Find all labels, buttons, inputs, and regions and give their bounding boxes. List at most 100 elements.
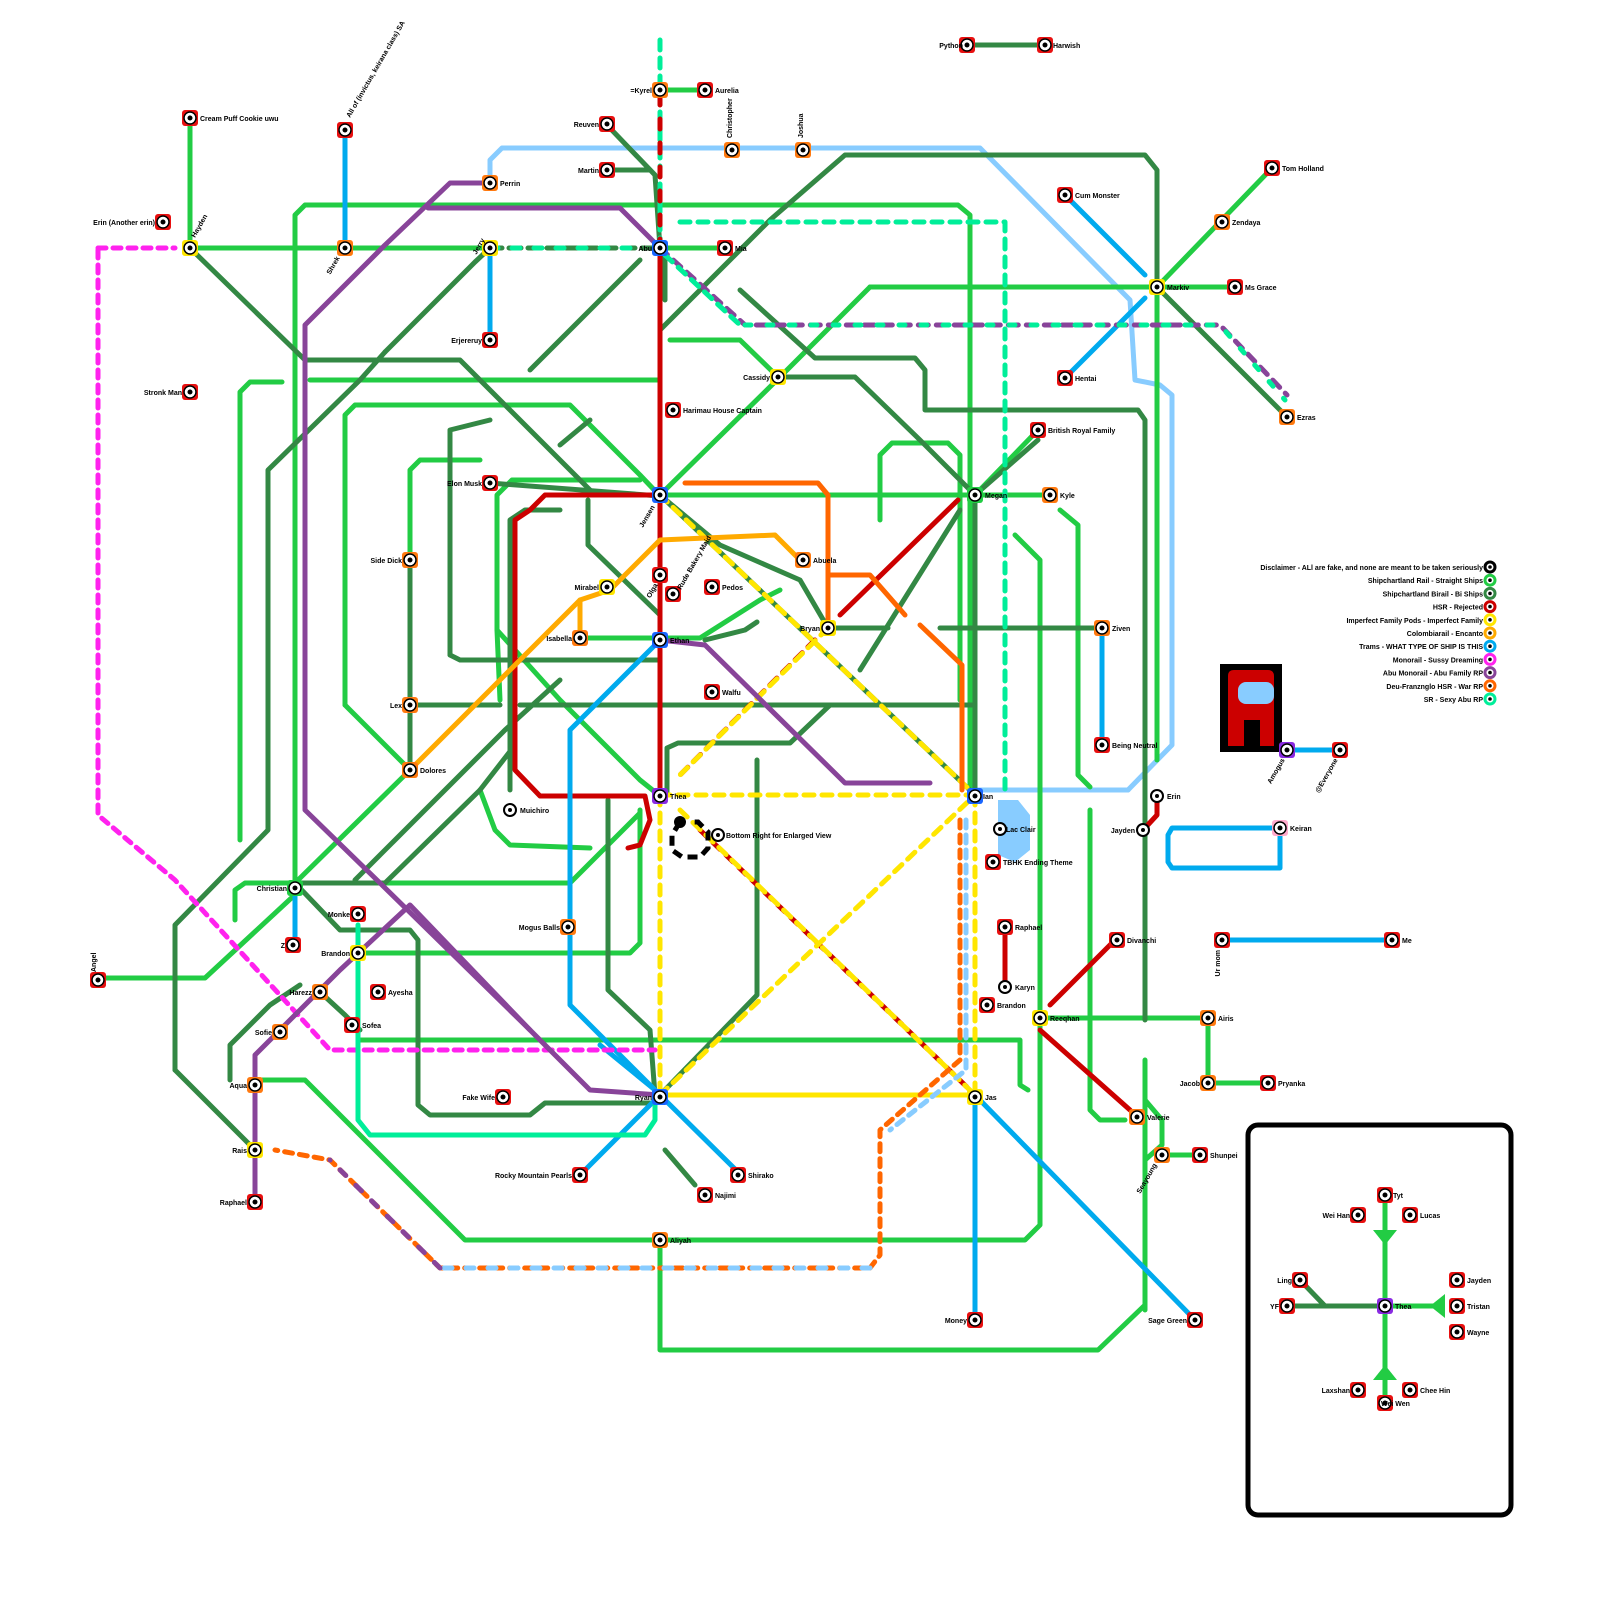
station-brandon[interactable] <box>979 997 995 1013</box>
station-brandon[interactable] <box>350 945 366 961</box>
station-ezras[interactable] <box>1279 409 1295 425</box>
station-amogus[interactable] <box>1279 742 1295 758</box>
station-harezz[interactable] <box>312 984 328 1000</box>
station-all-of-invictus-keirana-class-sa[interactable] <box>337 122 353 138</box>
station-chee-hin[interactable] <box>1402 1382 1418 1398</box>
station-lac-clair[interactable] <box>994 823 1006 835</box>
station-cream-puff-cookie-uwu[interactable] <box>182 110 198 126</box>
station-thea[interactable] <box>1377 1298 1393 1314</box>
station-reeqhan[interactable] <box>1032 1010 1048 1026</box>
station-lucas[interactable] <box>1402 1207 1418 1223</box>
station-walfu[interactable] <box>704 684 720 700</box>
station-monke[interactable] <box>350 906 366 922</box>
station-lex[interactable] <box>402 697 418 713</box>
station-ryan[interactable] <box>652 1089 668 1105</box>
station-abu[interactable] <box>652 240 668 256</box>
station-christopher[interactable] <box>724 142 740 158</box>
station-raphael[interactable] <box>997 919 1013 935</box>
station-isabella[interactable] <box>572 630 588 646</box>
station-z[interactable] <box>285 937 301 953</box>
station-british-royal-family[interactable] <box>1030 422 1046 438</box>
station-jensen[interactable] <box>652 487 668 503</box>
station-rais[interactable] <box>247 1142 263 1158</box>
station-fake-wife[interactable] <box>495 1089 511 1105</box>
station-jacob[interactable] <box>1200 1075 1216 1091</box>
station-jas[interactable] <box>967 1089 983 1105</box>
station-rocky-mountain-pearls[interactable] <box>572 1167 588 1183</box>
station-martin[interactable] <box>599 162 615 178</box>
station-angel[interactable] <box>90 972 106 988</box>
station-divanchi[interactable] <box>1109 932 1125 948</box>
station-shirako[interactable] <box>730 1167 746 1183</box>
station-zendaya[interactable] <box>1214 214 1230 230</box>
station--everyone[interactable] <box>1332 742 1348 758</box>
station-tyt[interactable] <box>1377 1187 1393 1203</box>
station-hentai[interactable] <box>1057 370 1073 386</box>
station-erjereruy[interactable] <box>482 332 498 348</box>
station-pedos[interactable] <box>704 579 720 595</box>
station-harimau-house-captain[interactable] <box>665 402 681 418</box>
station-kyle[interactable] <box>1042 487 1058 503</box>
station-seayoung[interactable] <box>1154 1147 1170 1163</box>
station-hayden[interactable] <box>182 240 198 256</box>
station-tbhk-ending-theme[interactable] <box>985 854 1001 870</box>
station-money[interactable] <box>967 1312 983 1328</box>
station-yf[interactable] <box>1279 1298 1295 1314</box>
station-shrek[interactable] <box>337 240 353 256</box>
station-christian[interactable] <box>287 880 303 896</box>
station-valerie[interactable] <box>1129 1109 1145 1125</box>
station-reuven[interactable] <box>599 116 615 132</box>
station-tom-holland[interactable] <box>1264 160 1280 176</box>
station-pryanka[interactable] <box>1260 1075 1276 1091</box>
station-erin-another-erin-[interactable] <box>155 214 171 230</box>
station-cassidy[interactable] <box>770 369 786 385</box>
station-sofea[interactable] <box>344 1017 360 1033</box>
station-joshua[interactable] <box>795 142 811 158</box>
station-mirabel[interactable] <box>599 579 615 595</box>
station-abuela[interactable] <box>795 552 811 568</box>
station-aqua[interactable] <box>247 1077 263 1093</box>
station-elon-musk[interactable] <box>482 475 498 491</box>
station-sage-green[interactable] <box>1187 1312 1203 1328</box>
station-ling[interactable] <box>1292 1272 1308 1288</box>
station-karyn[interactable] <box>999 981 1011 993</box>
station-erin[interactable] <box>1151 790 1163 802</box>
station-ms-grace[interactable] <box>1227 279 1243 295</box>
station-ian[interactable] <box>967 788 983 804</box>
station-raphael[interactable] <box>247 1194 263 1210</box>
station-being-neutral[interactable] <box>1094 737 1110 753</box>
station-mogus-balls[interactable] <box>560 919 576 935</box>
station-sofie[interactable] <box>272 1024 288 1040</box>
station-inset-pointer[interactable] <box>712 829 724 841</box>
station-wei-han[interactable] <box>1350 1207 1366 1223</box>
station-olga[interactable] <box>652 567 668 583</box>
station-me[interactable] <box>1384 932 1400 948</box>
station-ziven[interactable] <box>1094 620 1110 636</box>
station-tristan[interactable] <box>1449 1298 1465 1314</box>
station-ur-mom[interactable] <box>1214 932 1230 948</box>
station-bryan[interactable] <box>820 620 836 636</box>
station-keiran[interactable] <box>1272 820 1288 836</box>
station-jayden[interactable] <box>1449 1272 1465 1288</box>
station-mia[interactable] <box>717 240 733 256</box>
station-shunpei[interactable] <box>1192 1147 1208 1163</box>
station-najimi[interactable] <box>697 1187 713 1203</box>
station-ayesha[interactable] <box>370 984 386 1000</box>
station-aliyah[interactable] <box>652 1232 668 1248</box>
station-harwish[interactable] <box>1037 37 1053 53</box>
station-laxshan[interactable] <box>1350 1382 1366 1398</box>
station-side-dick[interactable] <box>402 552 418 568</box>
station-dolores[interactable] <box>402 762 418 778</box>
station-thea[interactable] <box>652 788 668 804</box>
station-aurelia[interactable] <box>697 82 713 98</box>
station-wayne[interactable] <box>1449 1324 1465 1340</box>
station-jayden[interactable] <box>1137 824 1149 836</box>
station-airis[interactable] <box>1200 1010 1216 1026</box>
station-perrin[interactable] <box>482 175 498 191</box>
station-stronk-man[interactable] <box>182 384 198 400</box>
station-megan[interactable] <box>967 487 983 503</box>
station-ethan[interactable] <box>652 632 668 648</box>
station-muichiro[interactable] <box>504 804 516 816</box>
station-cum-monster[interactable] <box>1057 187 1073 203</box>
station-markiv[interactable] <box>1149 279 1165 295</box>
